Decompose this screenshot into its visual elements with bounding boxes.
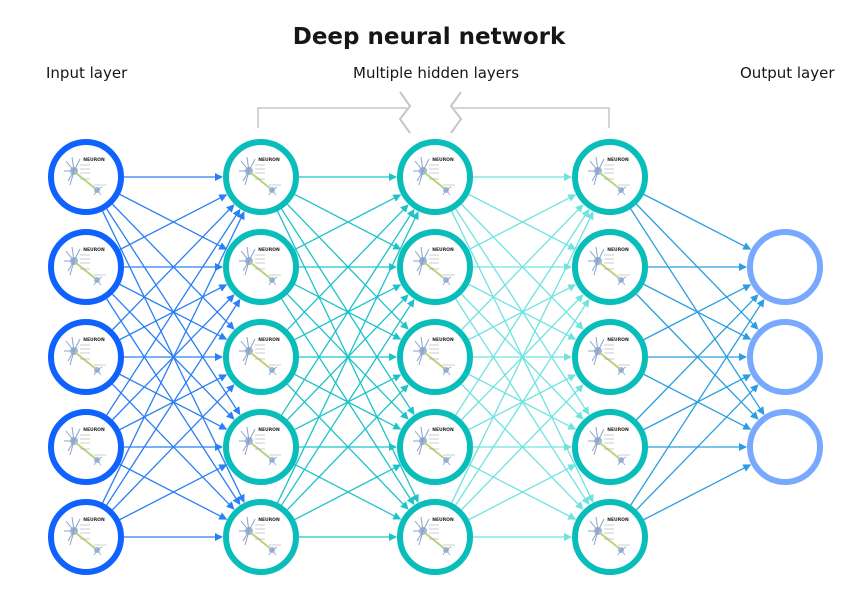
output-neuron-node xyxy=(747,229,823,305)
neuron-label: NEURON xyxy=(83,517,105,523)
input-neuron-node: NEURON xyxy=(48,499,124,575)
connection-edge xyxy=(294,464,402,521)
hidden-neuron-node: NEURON xyxy=(223,409,299,485)
connection-edge xyxy=(643,284,752,341)
neuron-label: NEURON xyxy=(607,157,629,163)
neuron-illustration: NEURON xyxy=(64,426,106,466)
output-neuron-node xyxy=(747,319,823,395)
connection-edge xyxy=(286,204,409,331)
hidden-neuron-node: NEURON xyxy=(223,229,299,305)
hidden-neuron-node: NEURON xyxy=(397,409,473,485)
connection-edge xyxy=(119,194,228,251)
neuron-label: NEURON xyxy=(83,427,105,433)
hidden-bracket-left xyxy=(257,107,407,128)
neuron-illustration: NEURON xyxy=(239,156,281,196)
hidden-neuron-node: NEURON xyxy=(572,229,648,305)
neuron-illustration: NEURON xyxy=(413,336,455,376)
neuron-label: NEURON xyxy=(432,337,454,343)
neuron-label: NEURON xyxy=(607,517,629,523)
hidden-neuron-node: NEURON xyxy=(572,139,648,215)
neuron-illustration: NEURON xyxy=(588,426,630,466)
input-neuron-node: NEURON xyxy=(48,229,124,305)
neuron-label: NEURON xyxy=(258,517,280,523)
neuron-label: NEURON xyxy=(432,157,454,163)
hidden-neuron-node: NEURON xyxy=(223,319,299,395)
break-mark-right xyxy=(449,91,463,134)
connection-edge xyxy=(112,384,235,511)
neuron-illustration: NEURON xyxy=(239,246,281,286)
input-neuron-node: NEURON xyxy=(48,409,124,485)
neuron-label: NEURON xyxy=(432,517,454,523)
neuron-illustration: NEURON xyxy=(588,336,630,376)
neuron-illustration: NEURON xyxy=(413,246,455,286)
neuron-label: NEURON xyxy=(258,157,280,163)
connection-edge xyxy=(643,193,752,250)
neuron-illustration: NEURON xyxy=(413,156,455,196)
hidden-neuron-node: NEURON xyxy=(397,319,473,395)
output-layer-label: Output layer xyxy=(740,64,835,82)
connection-edge xyxy=(119,464,228,521)
connection-edge xyxy=(106,208,241,416)
connection-edge xyxy=(630,298,765,506)
connection-edge xyxy=(286,384,409,511)
neuron-illustration: NEURON xyxy=(588,246,630,286)
neuron-illustration: NEURON xyxy=(588,516,630,556)
diagram-title: Deep neural network xyxy=(292,24,566,50)
hidden-neuron-node: NEURON xyxy=(572,319,648,395)
connection-edge xyxy=(455,208,590,416)
connection-edge xyxy=(451,211,594,504)
hidden-neuron-node: NEURON xyxy=(223,139,299,215)
connection-edge xyxy=(106,298,241,506)
connection-edge xyxy=(461,204,584,331)
neuron-illustration: NEURON xyxy=(413,516,455,556)
hidden-bracket-right xyxy=(453,107,610,128)
neuron-illustration: NEURON xyxy=(239,516,281,556)
connection-edge xyxy=(643,464,752,521)
break-mark-left xyxy=(398,91,412,134)
neuron-label: NEURON xyxy=(607,247,629,253)
neuron-illustration: NEURON xyxy=(239,426,281,466)
neuron-label: NEURON xyxy=(258,247,280,253)
neuron-label: NEURON xyxy=(258,337,280,343)
hidden-neuron-node: NEURON xyxy=(397,139,473,215)
hidden-neuron-node: NEURON xyxy=(572,409,648,485)
neuron-label: NEURON xyxy=(258,427,280,433)
connection-edge xyxy=(281,298,415,506)
neuron-illustration: NEURON xyxy=(413,426,455,466)
connection-edge xyxy=(455,298,590,506)
neuron-label: NEURON xyxy=(607,337,629,343)
connection-edge xyxy=(294,194,402,251)
neuron-illustration: NEURON xyxy=(239,336,281,376)
neuron-illustration: NEURON xyxy=(64,156,106,196)
output-neuron-node xyxy=(747,409,823,485)
connection-edge xyxy=(461,384,584,511)
neuron-label: NEURON xyxy=(607,427,629,433)
connection-edge xyxy=(281,208,415,416)
connection-edge xyxy=(112,204,235,331)
connection-edge xyxy=(276,211,419,504)
connection-edge xyxy=(636,294,759,421)
hidden-neuron-node: NEURON xyxy=(397,229,473,305)
hidden-neuron-node: NEURON xyxy=(572,499,648,575)
neuron-label: NEURON xyxy=(432,247,454,253)
input-neuron-node: NEURON xyxy=(48,319,124,395)
neuron-illustration: NEURON xyxy=(64,516,106,556)
connection-edge xyxy=(636,384,759,511)
input-layer-label: Input layer xyxy=(46,64,128,82)
connection-edge xyxy=(102,211,245,504)
neuron-label: NEURON xyxy=(83,337,105,343)
hidden-neuron-node: NEURON xyxy=(223,499,299,575)
hidden-layers-label: Multiple hidden layers xyxy=(353,64,520,82)
neuron-illustration: NEURON xyxy=(64,336,106,376)
neuron-label: NEURON xyxy=(83,247,105,253)
connection-edge xyxy=(468,464,577,521)
neuron-label: NEURON xyxy=(432,427,454,433)
connection-edge xyxy=(468,194,577,251)
neuron-illustration: NEURON xyxy=(64,246,106,286)
hidden-neuron-node: NEURON xyxy=(397,499,473,575)
neuron-label: NEURON xyxy=(83,157,105,163)
neuron-illustration: NEURON xyxy=(588,156,630,196)
input-neuron-node: NEURON xyxy=(48,139,124,215)
